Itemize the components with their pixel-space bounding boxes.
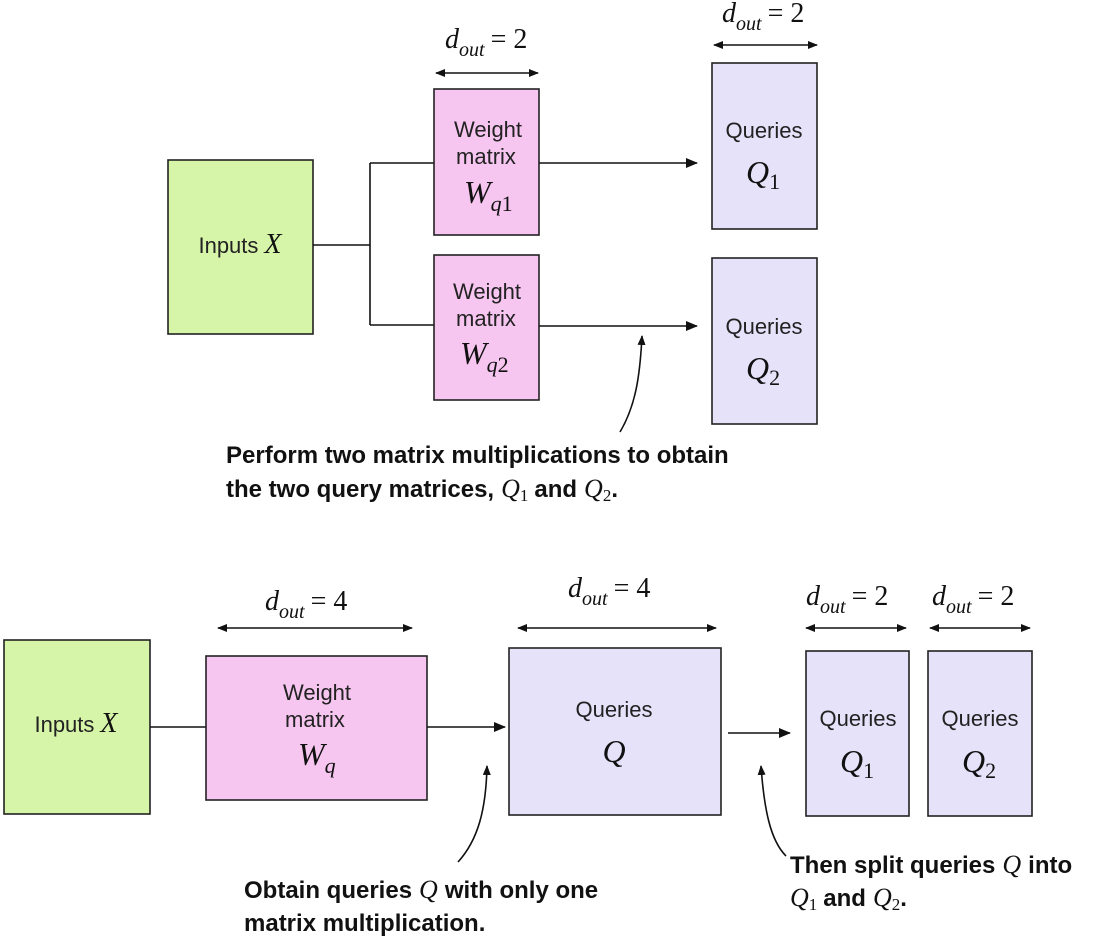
bottom-callout-arrow-left [457, 765, 491, 863]
top-weight2-line2: matrix [456, 306, 516, 331]
top-queries1-box [711, 62, 818, 230]
top-weight1-line1: Weight [454, 117, 522, 142]
bottom-queries1-var: Q1 [840, 743, 874, 783]
bottom-weight-box [205, 655, 428, 801]
bottom-queries2-box [927, 650, 1033, 817]
bottom-queries2-label: Queries [941, 706, 1018, 731]
bottom-queries1-label: Queries [819, 706, 896, 731]
bottom-callout-arrow-right [757, 765, 787, 857]
bottom-queries1-box [805, 650, 910, 817]
top-queries2-var: Q2 [746, 350, 780, 390]
top-queries2-label: Queries [725, 314, 802, 339]
bottom-queries-box [508, 647, 722, 816]
top-weight1-box [433, 88, 540, 236]
bottom-note-left-line2: matrix multiplication. [244, 910, 485, 937]
bottom-weight-var: Wq [298, 736, 336, 778]
bottom-dim-label-queries: dout= 4 [568, 573, 650, 610]
top-note-line1: Perform two matrix multiplications to ob… [226, 442, 729, 469]
top-weight2-var: Wq2 [460, 335, 509, 377]
top-queries2-box [711, 257, 818, 425]
bottom-queries-label: Queries [575, 697, 652, 722]
bottom-dim-label-weight: dout= 4 [265, 586, 347, 623]
bottom-dim-label-q1: dout= 2 [806, 581, 888, 618]
top-queries1-label: Queries [725, 118, 802, 143]
top-callout-arrow [619, 335, 646, 433]
top-weight1-var: Wq1 [464, 174, 513, 216]
bottom-inputs-box [3, 639, 151, 815]
top-weight2-box [433, 254, 540, 401]
top-weight2-line1: Weight [453, 279, 521, 304]
top-inputs-box [167, 159, 314, 335]
bottom-queries2-var: Q2 [962, 743, 996, 783]
bottom-weight-line2: matrix [285, 707, 345, 732]
top-weight1-line2: matrix [456, 144, 516, 169]
top-dim-label-queries: dout= 2 [722, 0, 804, 35]
top-queries1-var: Q1 [746, 154, 780, 194]
bottom-dim-label-q2: dout= 2 [932, 581, 1014, 618]
top-dim-label-weight: dout= 2 [445, 24, 527, 61]
bottom-weight-line1: Weight [283, 680, 351, 705]
bottom-queries-var: Q [602, 733, 625, 769]
